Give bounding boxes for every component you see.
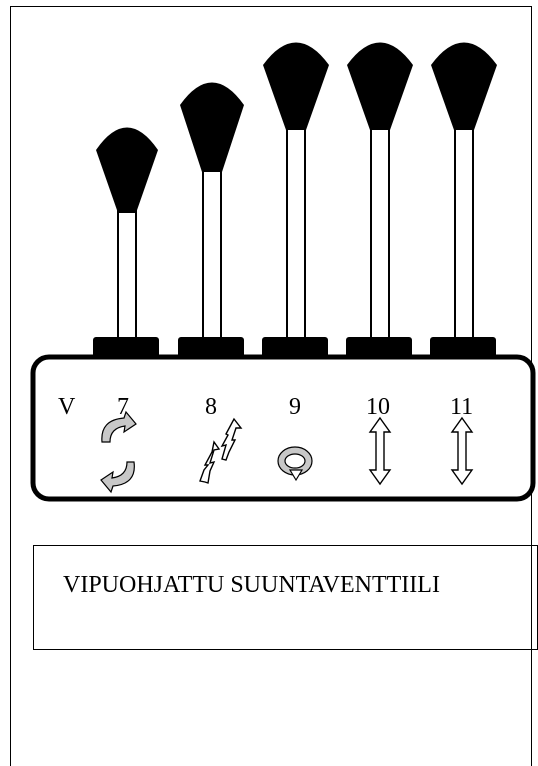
lever-11-shaft	[454, 124, 474, 341]
lever-9-shaft	[286, 124, 306, 341]
lever-10-shaft	[370, 124, 390, 341]
lever-8-base	[178, 337, 244, 359]
lever-7[interactable]	[93, 127, 159, 360]
lever-10-base	[346, 337, 412, 359]
up-down-arrow-icon	[450, 416, 474, 486]
lever-7-shaft	[117, 209, 137, 341]
rotate-arrows-icon	[100, 410, 137, 494]
lever-11[interactable]	[430, 42, 497, 360]
lever-10-number: 10	[366, 394, 390, 420]
lever-11-base	[430, 337, 496, 359]
lever-8[interactable]	[178, 82, 244, 360]
diagonal-arrows-icon	[199, 417, 243, 484]
title-box: VIPUOHJATTU SUUNTAVENTTIILI	[33, 545, 538, 650]
swivel-icon	[277, 446, 313, 482]
lever-diagram: V 7 8 9 10 11	[30, 42, 536, 502]
control-panel	[30, 354, 536, 502]
lever-8-shaft	[202, 167, 222, 341]
lever-9[interactable]	[262, 42, 329, 360]
lever-7-base	[93, 337, 159, 359]
lever-9-number: 9	[289, 394, 301, 420]
lever-11-knob	[431, 42, 497, 130]
lever-10[interactable]	[346, 42, 413, 360]
lever-9-base	[262, 337, 328, 359]
up-down-arrow-icon	[368, 416, 392, 486]
lever-10-knob	[347, 42, 413, 130]
lever-11-number: 11	[450, 394, 473, 420]
lever-8-number: 8	[205, 394, 217, 420]
lever-8-knob	[180, 82, 244, 172]
diagram-title: VIPUOHJATTU SUUNTAVENTTIILI	[63, 572, 440, 598]
lever-7-knob	[96, 127, 158, 213]
panel-prefix-label: V	[58, 394, 76, 420]
lever-9-knob	[263, 42, 329, 130]
